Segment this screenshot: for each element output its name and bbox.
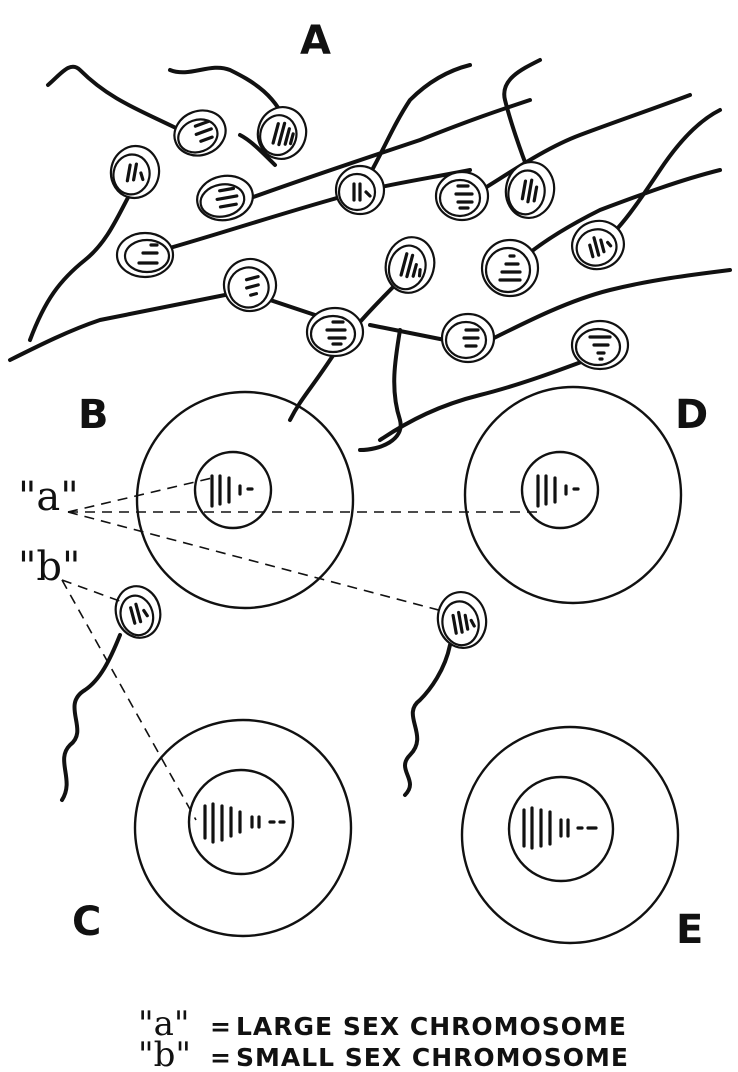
pointer-lines-a	[67, 477, 538, 613]
legend: "a" = LARGE SEX CHROMOSOME "b" = SMALL S…	[138, 1004, 629, 1072]
panel-label-b: B	[78, 392, 109, 438]
pointer-label-a: "a"	[18, 474, 79, 520]
sperm-heads	[109, 106, 630, 371]
legend-text-a: LARGE SEX CHROMOSOME	[236, 1012, 627, 1041]
egg-cell-d	[463, 385, 683, 605]
panel-label-e: E	[676, 907, 703, 953]
legend-item-a: "a" = LARGE SEX CHROMOSOME	[138, 1004, 627, 1044]
legend-text-b: SMALL SEX CHROMOSOME	[236, 1043, 629, 1072]
pointer-label-b: "b"	[18, 544, 80, 590]
sperm-at-egg-d	[403, 591, 488, 797]
legend-key-b: "b"	[138, 1035, 191, 1072]
egg-cell-e	[460, 725, 680, 945]
egg-cell-b	[135, 390, 355, 610]
legend-separator-a: =	[210, 1012, 232, 1041]
panel-label-c: C	[72, 899, 101, 945]
legend-item-b: "b" = SMALL SEX CHROMOSOME	[138, 1035, 629, 1072]
legend-key-a: "a"	[138, 1004, 190, 1044]
egg-cell-c	[133, 718, 353, 938]
sperm-at-egg-b	[60, 585, 162, 802]
panel-a-sperm-cluster	[8, 58, 732, 452]
legend-separator-b: =	[210, 1043, 232, 1072]
pointer-lines-b	[61, 579, 197, 821]
panel-label-d: D	[675, 392, 708, 438]
panel-label-a: A	[300, 18, 331, 64]
